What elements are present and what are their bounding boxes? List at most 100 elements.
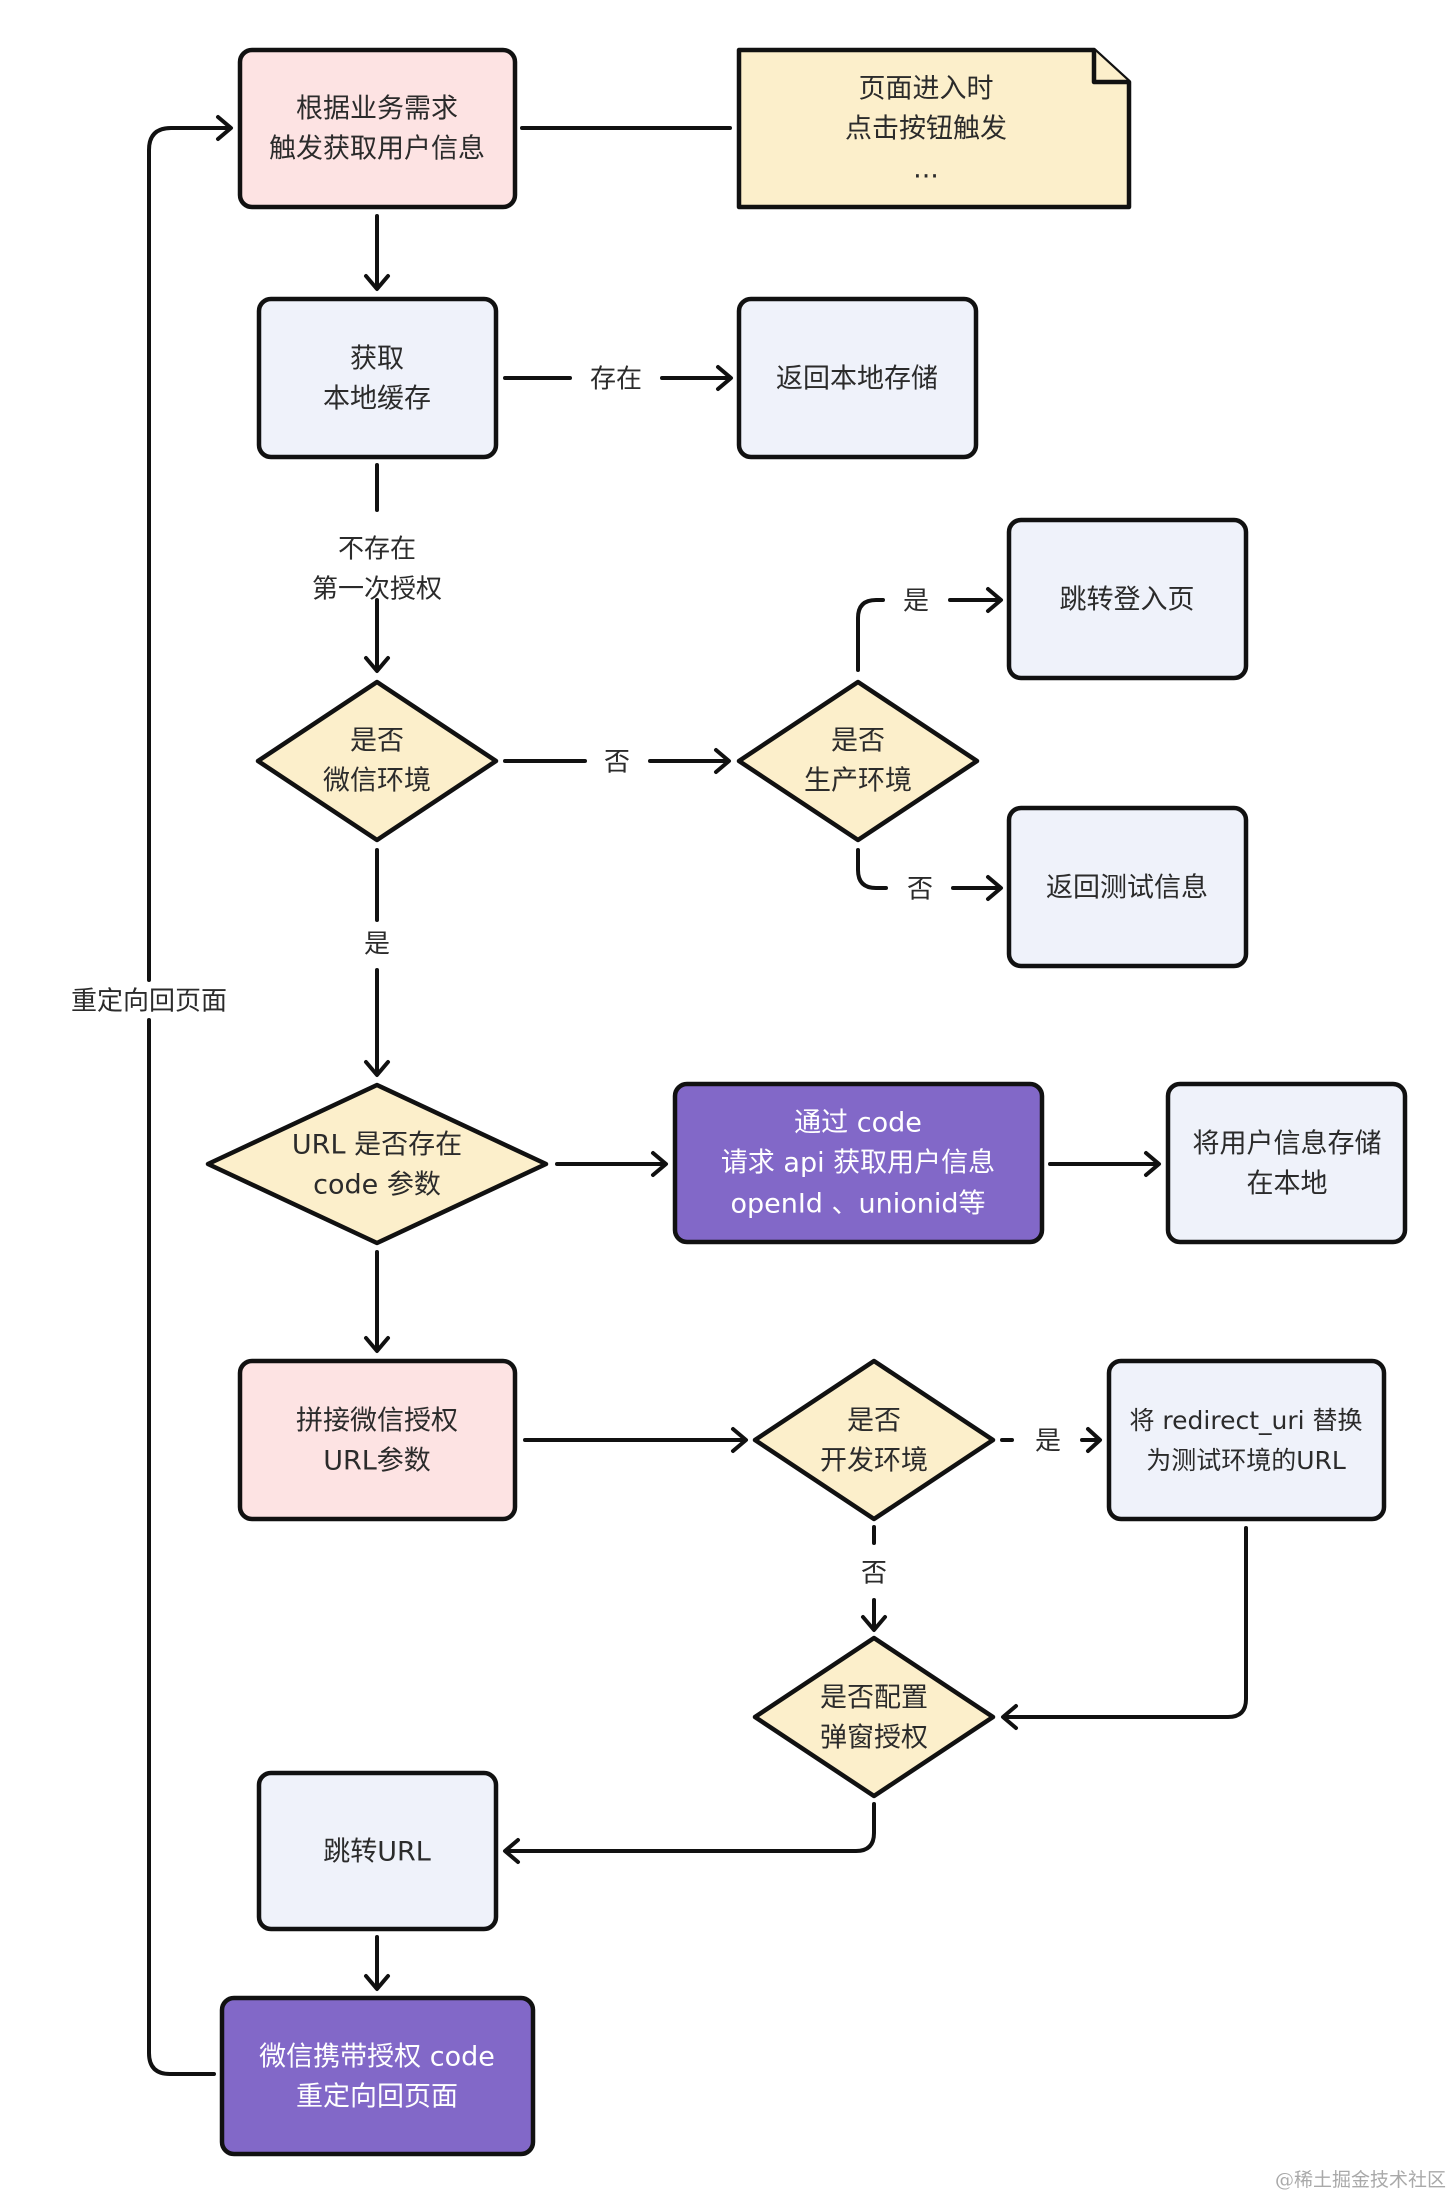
note-fold-icon <box>1091 50 1129 85</box>
label-dev-yes: 是 <box>1035 1427 1061 1457</box>
node-trigger-line-2: 触发获取用户信息 <box>269 134 485 165</box>
node-build-url[interactable]: 拼接微信授权 URL参数 <box>237 1358 518 1522</box>
arrowhead-icon <box>716 365 733 391</box>
node-has-code-line-2: code 参数 <box>313 1170 441 1201</box>
node-store-user-line-2: 在本地 <box>1247 1169 1328 1200</box>
node-replace-uri[interactable]: 将 redirect_uri 替换 为测试环境的URL <box>1106 1358 1387 1522</box>
node-is-dev-shape <box>752 1358 996 1522</box>
node-is-wechat-shape <box>255 679 499 843</box>
label-prod-yes: 是 <box>903 587 929 617</box>
node-is-prod-line-1: 是否 <box>831 726 885 757</box>
label-wechat-yes: 是 <box>364 930 390 960</box>
edge-popup-gotourl <box>504 1802 876 1853</box>
node-trigger-shape <box>237 47 518 210</box>
edge-loop-back-b <box>147 126 232 982</box>
edge-prod-no-a <box>856 848 888 890</box>
arrowhead-icon <box>731 1427 748 1453</box>
arrowhead-icon <box>364 656 390 673</box>
note-shape <box>736 47 1132 210</box>
node-build-url-line-1: 拼接微信授权 <box>296 1406 458 1437</box>
node-is-prod-shape <box>736 679 980 843</box>
watermark: @稀土掘金技术社区 <box>1274 2169 1446 2191</box>
arrowhead-icon <box>1144 1151 1161 1177</box>
note-line-2: 点击按钮触发 <box>845 114 1007 145</box>
node-goto-login-line-1: 跳转登入页 <box>1060 585 1195 616</box>
node-return-cache[interactable]: 返回本地存储 <box>736 296 979 460</box>
node-popup-auth[interactable]: 是否配置 弹窗授权 <box>752 1635 996 1799</box>
node-redirect-back-line-1: 微信携带授权 code <box>259 2042 495 2073</box>
arrowhead-icon <box>1086 1427 1102 1453</box>
node-get-cache-shape <box>256 296 499 460</box>
node-return-test-shape <box>1006 805 1249 969</box>
node-fetch-user-line-1: 通过 code <box>794 1108 922 1139</box>
node-return-test-line-1: 返回测试信息 <box>1046 873 1208 904</box>
node-get-cache-line-2: 本地缓存 <box>323 384 431 415</box>
node-is-dev-line-1: 是否 <box>847 1406 901 1437</box>
label-dev-no: 否 <box>861 1559 887 1589</box>
node-redirect-back[interactable]: 微信携带授权 code 重定向回页面 <box>219 1995 536 2157</box>
label-cache-missing-2: 第一次授权 <box>312 575 442 605</box>
node-return-cache-shape <box>736 296 979 460</box>
node-return-test[interactable]: 返回测试信息 <box>1006 805 1249 969</box>
node-has-code-line-1: URL 是否存在 <box>292 1130 462 1161</box>
edge-loop-back-a <box>147 1018 216 2076</box>
arrowhead-icon <box>1001 1704 1018 1730</box>
node-is-wechat[interactable]: 是否 微信环境 <box>255 679 499 843</box>
node-build-url-line-2: URL参数 <box>323 1446 431 1477</box>
node-is-dev-line-2: 开发环境 <box>820 1446 928 1477</box>
node-get-cache-line-1: 获取 <box>350 344 404 375</box>
label-loop-back: 重定向回页面 <box>71 987 227 1017</box>
node-store-user[interactable]: 将用户信息存储 在本地 <box>1165 1081 1408 1245</box>
node-has-code-shape <box>205 1082 549 1246</box>
arrowhead-icon <box>364 274 390 291</box>
label-cache-missing-1: 不存在 <box>338 535 416 565</box>
label-prod-no: 否 <box>907 875 933 905</box>
node-fetch-user-shape <box>672 1081 1045 1245</box>
node-goto-login-shape <box>1006 517 1249 681</box>
node-is-wechat-line-1: 是否 <box>350 726 404 757</box>
arrowhead-icon <box>986 875 1003 901</box>
node-replace-uri-line-1: 将 redirect_uri 替换 <box>1129 1406 1362 1435</box>
node-goto-url-shape <box>256 1770 499 1932</box>
arrowhead-icon <box>651 1151 668 1177</box>
arrowhead-icon <box>861 1615 887 1632</box>
node-popup-auth-line-1: 是否配置 <box>820 1683 928 1714</box>
node-goto-url[interactable]: 跳转URL <box>256 1770 499 1932</box>
node-replace-uri-shape <box>1106 1358 1387 1522</box>
edge-prod-yes-a <box>856 598 885 672</box>
node-get-cache[interactable]: 获取 本地缓存 <box>256 296 499 460</box>
node-goto-login[interactable]: 跳转登入页 <box>1006 517 1249 681</box>
node-goto-url-line-1: 跳转URL <box>323 1837 431 1868</box>
node-note[interactable]: 页面进入时 点击按钮触发 ... <box>736 47 1132 210</box>
note-line-1: 页面进入时 <box>859 74 994 105</box>
node-is-wechat-line-2: 微信环境 <box>323 766 431 797</box>
node-replace-uri-line-2: 为测试环境的URL <box>1146 1446 1346 1475</box>
node-is-prod-line-2: 生产环境 <box>804 766 912 797</box>
node-return-cache-line-1: 返回本地存储 <box>776 364 938 395</box>
node-store-user-shape <box>1165 1081 1408 1245</box>
node-has-code[interactable]: URL 是否存在 code 参数 <box>205 1082 549 1246</box>
node-is-dev[interactable]: 是否 开发环境 <box>752 1358 996 1522</box>
label-wechat-no: 否 <box>604 748 630 778</box>
node-redirect-back-shape <box>219 1995 536 2157</box>
node-fetch-user-line-2: 请求 api 获取用户信息 <box>721 1148 995 1179</box>
node-fetch-user-line-3: openId 、unionid等 <box>730 1189 985 1220</box>
arrowhead-icon <box>986 587 1003 613</box>
edge-replace-popup <box>1002 1526 1248 1719</box>
arrowhead-icon <box>503 1838 520 1864</box>
node-redirect-back-line-2: 重定向回页面 <box>296 2082 458 2113</box>
node-popup-auth-line-2: 弹窗授权 <box>820 1723 928 1754</box>
arrowhead-icon <box>216 115 233 141</box>
node-trigger-line-1: 根据业务需求 <box>296 94 458 125</box>
node-trigger[interactable]: 根据业务需求 触发获取用户信息 <box>237 47 518 210</box>
note-line-3: ... <box>913 154 939 185</box>
node-store-user-line-1: 将用户信息存储 <box>1193 1129 1382 1160</box>
arrowhead-icon <box>364 1336 390 1353</box>
arrowhead-icon <box>364 1974 390 1991</box>
node-build-url-shape <box>237 1358 518 1522</box>
node-is-prod[interactable]: 是否 生产环境 <box>736 679 980 843</box>
arrowhead-icon <box>364 1060 390 1077</box>
node-fetch-user[interactable]: 通过 code 请求 api 获取用户信息 openId 、unionid等 <box>672 1081 1045 1245</box>
label-cache-exists: 存在 <box>590 365 642 395</box>
